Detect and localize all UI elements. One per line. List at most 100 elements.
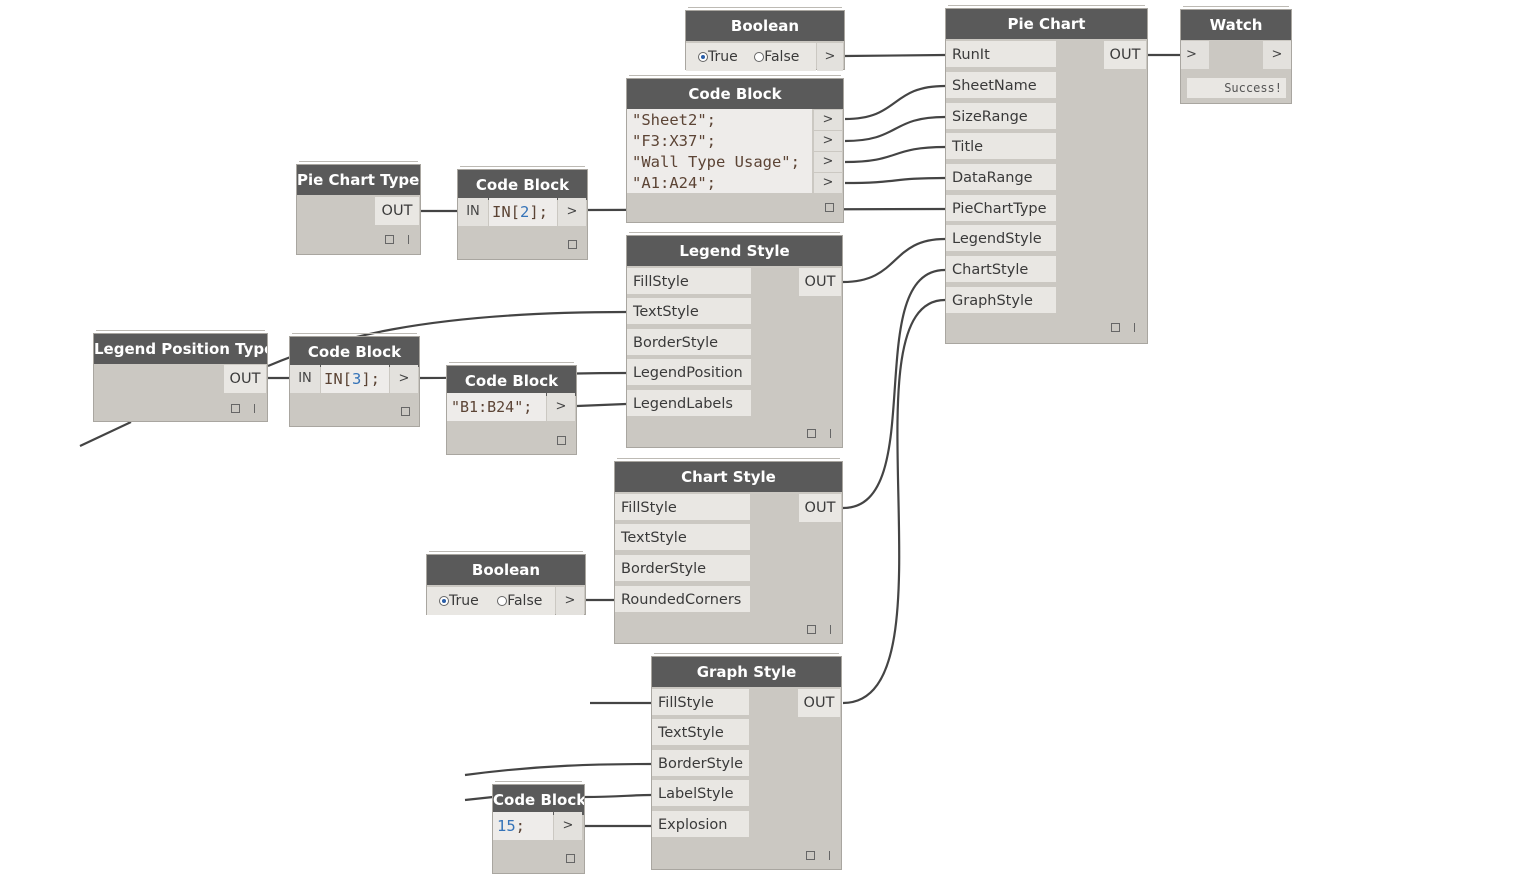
code-editor[interactable]: "Sheet2"; "F3:X37"; "Wall Type Usage"; "…: [627, 109, 812, 193]
pie-chart-node[interactable]: Pie Chart RunIt SheetName SizeRange Titl…: [945, 5, 1148, 344]
output-port[interactable]: >: [556, 587, 584, 615]
preview-toggle-icon[interactable]: [1111, 323, 1120, 332]
output-port[interactable]: OUT: [224, 365, 266, 393]
output-port[interactable]: OUT: [799, 268, 841, 296]
code-block-in3-node[interactable]: Code Block IN IN[3]; >: [289, 333, 420, 427]
wire-offscreen-to-borderstyle[interactable]: [464, 762, 652, 777]
node-title: Code Block: [458, 170, 587, 200]
input-port-roundedcorners[interactable]: RoundedCorners: [615, 586, 750, 614]
input-port[interactable]: IN: [458, 198, 488, 226]
legend-position-types-node[interactable]: Legend Position Types OUT: [93, 330, 268, 422]
output-port[interactable]: >: [1263, 41, 1291, 69]
lacing-icon[interactable]: [829, 851, 830, 860]
output-port[interactable]: OUT: [1104, 41, 1146, 69]
wire-title-to-title[interactable]: [844, 145, 946, 164]
output-port[interactable]: >: [547, 393, 575, 421]
input-port-textstyle[interactable]: TextStyle: [627, 298, 751, 326]
input-port-labelstyle[interactable]: LabelStyle: [652, 780, 749, 808]
lacing-icon[interactable]: [1134, 323, 1135, 332]
preview-toggle-icon[interactable]: [807, 429, 816, 438]
output-port-title[interactable]: >: [814, 152, 842, 172]
code-block-range-node[interactable]: Code Block "B1:B24"; >: [446, 362, 577, 455]
output-port[interactable]: >: [554, 812, 582, 840]
wire-datarange-to-datarange[interactable]: [844, 176, 946, 185]
input-port-chartstyle[interactable]: ChartStyle: [946, 256, 1056, 284]
boolean-toggle[interactable]: True False: [686, 43, 816, 71]
legend-style-node[interactable]: Legend Style FillStyle TextStyle BorderS…: [626, 232, 843, 448]
output-port-range[interactable]: >: [814, 131, 842, 151]
radio-false-icon[interactable]: [497, 596, 508, 606]
wire-offscreen-to-labelstyle[interactable]: [464, 793, 652, 802]
output-port[interactable]: OUT: [799, 494, 841, 522]
code-block-15-node[interactable]: Code Block 15; >: [492, 781, 585, 874]
input-port-legendlabels[interactable]: LegendLabels: [627, 390, 751, 418]
preview-toggle-icon[interactable]: [231, 404, 240, 413]
input-port-sizerange[interactable]: SizeRange: [946, 103, 1056, 131]
output-port-sheetname[interactable]: >: [814, 110, 842, 130]
input-port-datarange[interactable]: DataRange: [946, 164, 1056, 192]
input-port-piecharttype[interactable]: PieChartType: [946, 195, 1056, 223]
wire-sheet-to-sheetname[interactable]: [844, 84, 946, 121]
lacing-icon[interactable]: [254, 404, 255, 413]
graph-style-node[interactable]: Graph Style FillStyle TextStyle BorderSt…: [651, 653, 842, 870]
preview-toggle-icon[interactable]: [566, 854, 575, 863]
output-port[interactable]: >: [817, 43, 843, 71]
input-port-legendposition[interactable]: LegendPosition: [627, 359, 751, 387]
wire-offscreen-left[interactable]: [79, 421, 132, 447]
input-port-fillstyle[interactable]: FillStyle: [615, 494, 750, 522]
radio-true-icon[interactable]: [698, 52, 708, 62]
boolean-toggle[interactable]: True False: [427, 587, 555, 615]
input-port-graphstyle[interactable]: GraphStyle: [946, 287, 1056, 315]
preview-toggle-icon[interactable]: [825, 203, 834, 212]
lacing-icon[interactable]: [830, 429, 831, 438]
wire-range-to-sizerange[interactable]: [844, 115, 946, 143]
input-port-title[interactable]: Title: [946, 133, 1056, 161]
code-editor[interactable]: "B1:B24";: [447, 393, 546, 421]
input-port-explosion[interactable]: Explosion: [652, 811, 749, 839]
preview-toggle-icon[interactable]: [807, 625, 816, 634]
input-port-runit[interactable]: RunIt: [946, 41, 1056, 69]
input-port-borderstyle[interactable]: BorderStyle: [652, 750, 749, 778]
boolean-node-top[interactable]: Boolean True False >: [685, 7, 845, 71]
input-port[interactable]: IN: [290, 365, 320, 393]
wire-range-to-legendlabels[interactable]: [576, 402, 627, 408]
wire-chartstyle-to-chartstyle[interactable]: [842, 268, 946, 510]
output-port-datarange[interactable]: >: [814, 173, 842, 193]
radio-true-icon[interactable]: [439, 596, 449, 606]
output-port[interactable]: >: [558, 198, 586, 226]
code-block-strings-node[interactable]: Code Block "Sheet2"; "F3:X37"; "Wall Typ…: [626, 75, 844, 223]
wire-legendstyle-to-legendstyle[interactable]: [842, 237, 946, 284]
output-port[interactable]: >: [390, 365, 418, 393]
code-editor[interactable]: IN[3];: [321, 365, 389, 393]
preview-toggle-icon[interactable]: [401, 407, 410, 416]
input-port-sheetname[interactable]: SheetName: [946, 72, 1056, 100]
boolean-node-bottom[interactable]: Boolean True False >: [426, 551, 586, 615]
radio-false-icon[interactable]: [754, 52, 765, 62]
input-port[interactable]: >: [1181, 41, 1209, 69]
input-port-textstyle[interactable]: TextStyle: [652, 719, 749, 747]
watch-node[interactable]: Watch > > Success!: [1180, 6, 1292, 104]
input-port-fillstyle[interactable]: FillStyle: [652, 689, 749, 717]
pie-chart-types-node[interactable]: Pie Chart Types OUT: [296, 161, 421, 255]
lacing-icon[interactable]: [830, 625, 831, 634]
input-port-legendstyle[interactable]: LegendStyle: [946, 225, 1056, 253]
code-block-in2-node[interactable]: Code Block IN IN[2]; >: [457, 166, 588, 260]
output-port[interactable]: OUT: [375, 197, 419, 225]
input-port-fillstyle[interactable]: FillStyle: [627, 268, 751, 296]
lacing-icon[interactable]: [408, 235, 409, 244]
code-number: 15: [497, 817, 516, 835]
preview-toggle-icon[interactable]: [568, 240, 577, 249]
wire-boolean-to-runit[interactable]: [844, 53, 946, 58]
input-port-textstyle[interactable]: TextStyle: [615, 524, 750, 552]
code-editor[interactable]: IN[2];: [489, 198, 557, 226]
preview-toggle-icon[interactable]: [385, 235, 394, 244]
output-port[interactable]: OUT: [798, 689, 840, 717]
input-port-borderstyle[interactable]: BorderStyle: [627, 329, 751, 357]
preview-toggle-icon[interactable]: [806, 851, 815, 860]
chart-style-node[interactable]: Chart Style FillStyle TextStyle BorderSt…: [614, 458, 843, 644]
wire-graphstyle-to-graphstyle[interactable]: [842, 298, 946, 705]
preview-toggle-icon[interactable]: [557, 436, 566, 445]
input-port-borderstyle[interactable]: BorderStyle: [615, 555, 750, 583]
watch-value: Success!: [1187, 78, 1286, 98]
code-editor[interactable]: 15;: [493, 812, 553, 840]
